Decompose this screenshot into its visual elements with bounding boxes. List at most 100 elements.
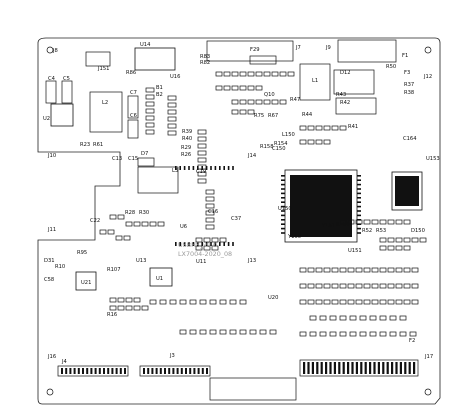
label-r42: R42 [340, 100, 350, 106]
passive-footprint [133, 305, 141, 311]
passive-footprint [239, 85, 247, 91]
connector-pin [77, 368, 80, 374]
ic-pin [357, 210, 361, 212]
passive-footprint [369, 315, 377, 321]
passive-footprint [271, 99, 279, 105]
passive-footprint [387, 245, 395, 251]
passive-footprint [371, 299, 379, 305]
passive-footprint [339, 283, 347, 289]
ic-pin [281, 183, 285, 186]
label-c37: C37 [231, 216, 241, 222]
passive-footprint [355, 219, 363, 225]
ic-pin [357, 192, 361, 195]
passive-footprint [323, 283, 331, 289]
connector-pin [303, 362, 306, 374]
passive-footprint [319, 331, 327, 337]
label-y150: Y150 [287, 234, 301, 240]
ic-pin [357, 232, 361, 234]
passive-footprint [223, 85, 231, 91]
passive-footprint [403, 267, 411, 273]
ic-pin [192, 242, 195, 246]
passive-footprint [219, 237, 227, 243]
ic-pin [175, 242, 177, 246]
passive-footprint [339, 219, 347, 225]
connector-j4 [57, 365, 129, 377]
ic-pin [219, 166, 221, 170]
connector-j4-pins [61, 368, 126, 374]
ic-pin [281, 179, 285, 181]
connector-pin [189, 368, 192, 374]
passive-footprint [117, 297, 125, 303]
connector-pin [151, 368, 154, 374]
passive-footprint [331, 299, 339, 305]
passive-footprint [141, 221, 149, 227]
passive-footprint [395, 245, 403, 251]
passive-footprint [411, 237, 419, 243]
passive-footprint [211, 237, 219, 243]
connector-pin [86, 368, 89, 374]
passive-footprint [159, 299, 167, 305]
passive-footprint [395, 283, 403, 289]
label-j11: J11 [47, 227, 56, 233]
passive-footprint [363, 219, 371, 225]
passive-footprint [199, 299, 207, 305]
label-r41: R41 [348, 124, 358, 130]
passive-footprint [205, 210, 215, 216]
passive-footprint [409, 331, 417, 337]
inductor-l3 [137, 166, 179, 194]
passive-footprint [271, 71, 279, 77]
passive-footprint [209, 329, 217, 335]
capacitor-c4 [45, 80, 57, 104]
passive-footprint [215, 71, 223, 77]
connector-pin [206, 368, 208, 374]
ic-pin [281, 219, 285, 221]
passive-footprint [247, 99, 255, 105]
ic-pin [179, 242, 181, 246]
passive-footprint [99, 229, 107, 235]
ic-u150-pad [290, 175, 352, 237]
passive-footprint [125, 305, 133, 311]
label-u151: U151 [348, 248, 362, 254]
label-u6: U6 [180, 224, 187, 230]
label-d12: D12 [340, 70, 351, 76]
ic-u1 [149, 267, 173, 287]
passive-footprint [389, 315, 397, 321]
ic-pin [223, 166, 225, 170]
passive-footprint [299, 267, 307, 273]
label-j10: J10 [47, 153, 56, 159]
passive-footprint [239, 329, 247, 335]
passive-footprint [239, 299, 247, 305]
passive-footprint [203, 245, 211, 251]
label-r86: R86 [126, 70, 136, 76]
passive-footprint [395, 219, 403, 225]
passive-footprint [179, 329, 187, 335]
passive-footprint [363, 267, 371, 273]
passive-footprint [419, 237, 427, 243]
passive-footprint [379, 315, 387, 321]
label-r61: R61 [93, 142, 103, 148]
passive-footprint [315, 283, 323, 289]
capacitor-c7 [127, 95, 139, 119]
label-u21: U21 [81, 280, 91, 286]
label-d150: D150 [411, 228, 425, 234]
ic-pin [214, 166, 217, 170]
passive-footprint [209, 299, 217, 305]
connector-pin [364, 362, 367, 374]
passive-footprint [145, 129, 155, 135]
label-r95: R95 [77, 250, 87, 256]
passive-footprint [329, 315, 337, 321]
passive-footprint [145, 101, 155, 107]
ic-pin [219, 242, 221, 246]
passive-footprint [125, 221, 133, 227]
ic-pin [281, 205, 285, 208]
passive-footprint [331, 283, 339, 289]
connector-pin [168, 368, 171, 374]
passive-footprint [107, 229, 115, 235]
ic-pin [357, 179, 361, 181]
passive-footprint [167, 130, 177, 136]
passive-footprint [403, 245, 411, 251]
ic-r42-block [335, 97, 377, 115]
passive-footprint [189, 329, 197, 335]
connector-pin [176, 368, 179, 374]
